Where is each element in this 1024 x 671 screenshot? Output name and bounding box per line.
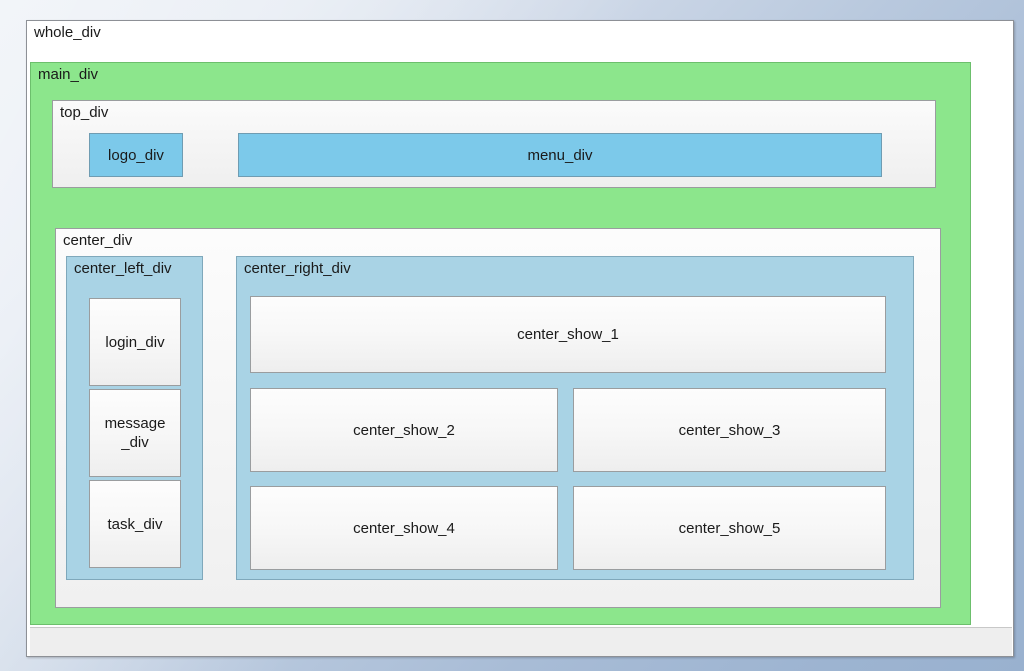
login-div-label: login_div xyxy=(105,333,165,351)
logo-div-block[interactable]: logo_div xyxy=(89,133,183,177)
center-show-5-label: center_show_5 xyxy=(678,519,781,537)
login-div-block[interactable]: login_div xyxy=(89,298,181,386)
whole-div-label: whole_div xyxy=(34,24,101,41)
center-show-2-label: center_show_2 xyxy=(353,421,455,439)
center-left-div-label: center_left_div xyxy=(74,260,172,277)
center-show-1-label: center_show_1 xyxy=(517,326,619,343)
message-div-label: message _div xyxy=(104,415,166,451)
menu-div-label: menu_div xyxy=(527,146,593,164)
center-show-3-label: center_show_3 xyxy=(678,421,781,439)
center-show-5-block[interactable]: center_show_5 xyxy=(573,486,886,570)
center-show-4-block[interactable]: center_show_4 xyxy=(250,486,558,570)
top-div-label: top_div xyxy=(60,104,109,121)
task-div-block[interactable]: task_div xyxy=(89,480,181,568)
menu-div-block[interactable]: menu_div xyxy=(238,133,882,177)
center-show-1-block[interactable]: center_show_1 xyxy=(250,296,886,373)
center-show-3-block[interactable]: center_show_3 xyxy=(573,388,886,472)
center-show-2-block[interactable]: center_show_2 xyxy=(250,388,558,472)
message-div-block[interactable]: message _div xyxy=(89,389,181,477)
bottom-strip xyxy=(30,627,1012,656)
center-show-4-label: center_show_4 xyxy=(353,519,455,537)
center-right-div-label: center_right_div xyxy=(244,260,351,277)
main-div-label: main_div xyxy=(38,66,99,83)
task-div-label: task_div xyxy=(107,515,163,533)
center-div-label: center_div xyxy=(63,232,133,249)
logo-div-label: logo_div xyxy=(108,146,164,164)
